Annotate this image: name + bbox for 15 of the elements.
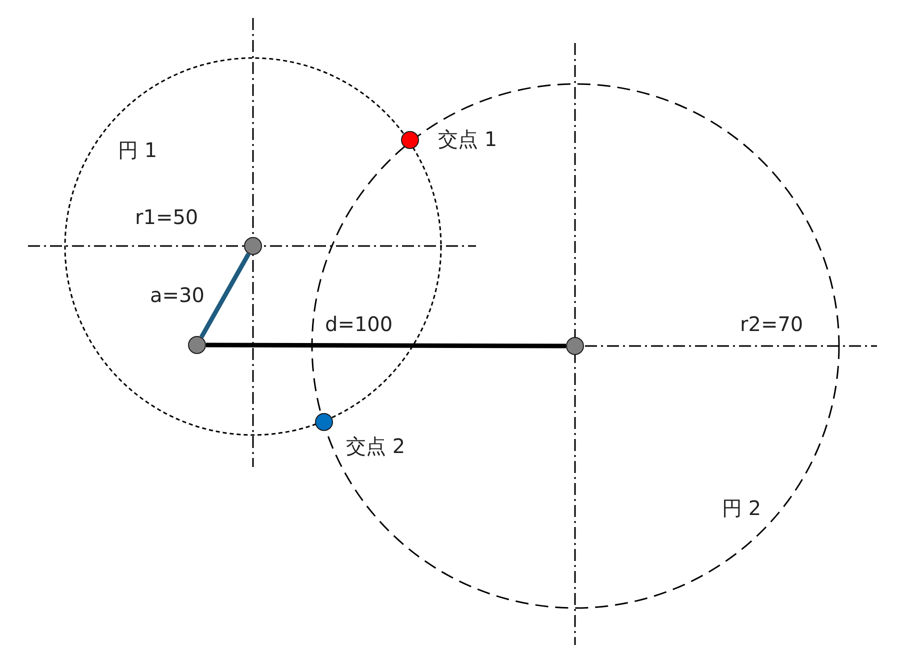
circle-label: 円 2: [722, 496, 762, 520]
point-marker: [566, 337, 584, 355]
point-marker: [401, 131, 419, 149]
circle-label: 円 1: [118, 138, 158, 162]
line-segment: [206, 342, 566, 348]
point-label: 交点 1: [438, 127, 498, 151]
dimension-label: r1=50: [135, 205, 198, 229]
edge-label: a=30: [150, 283, 204, 307]
point-marker: [188, 336, 206, 354]
point-marker: [244, 237, 262, 255]
line-segment: [199, 252, 251, 338]
point-label: 交点 2: [346, 434, 406, 458]
dashed-circle: [311, 83, 840, 609]
edge-label: d=100: [325, 312, 393, 336]
dimension-label: r2=70: [740, 312, 804, 336]
